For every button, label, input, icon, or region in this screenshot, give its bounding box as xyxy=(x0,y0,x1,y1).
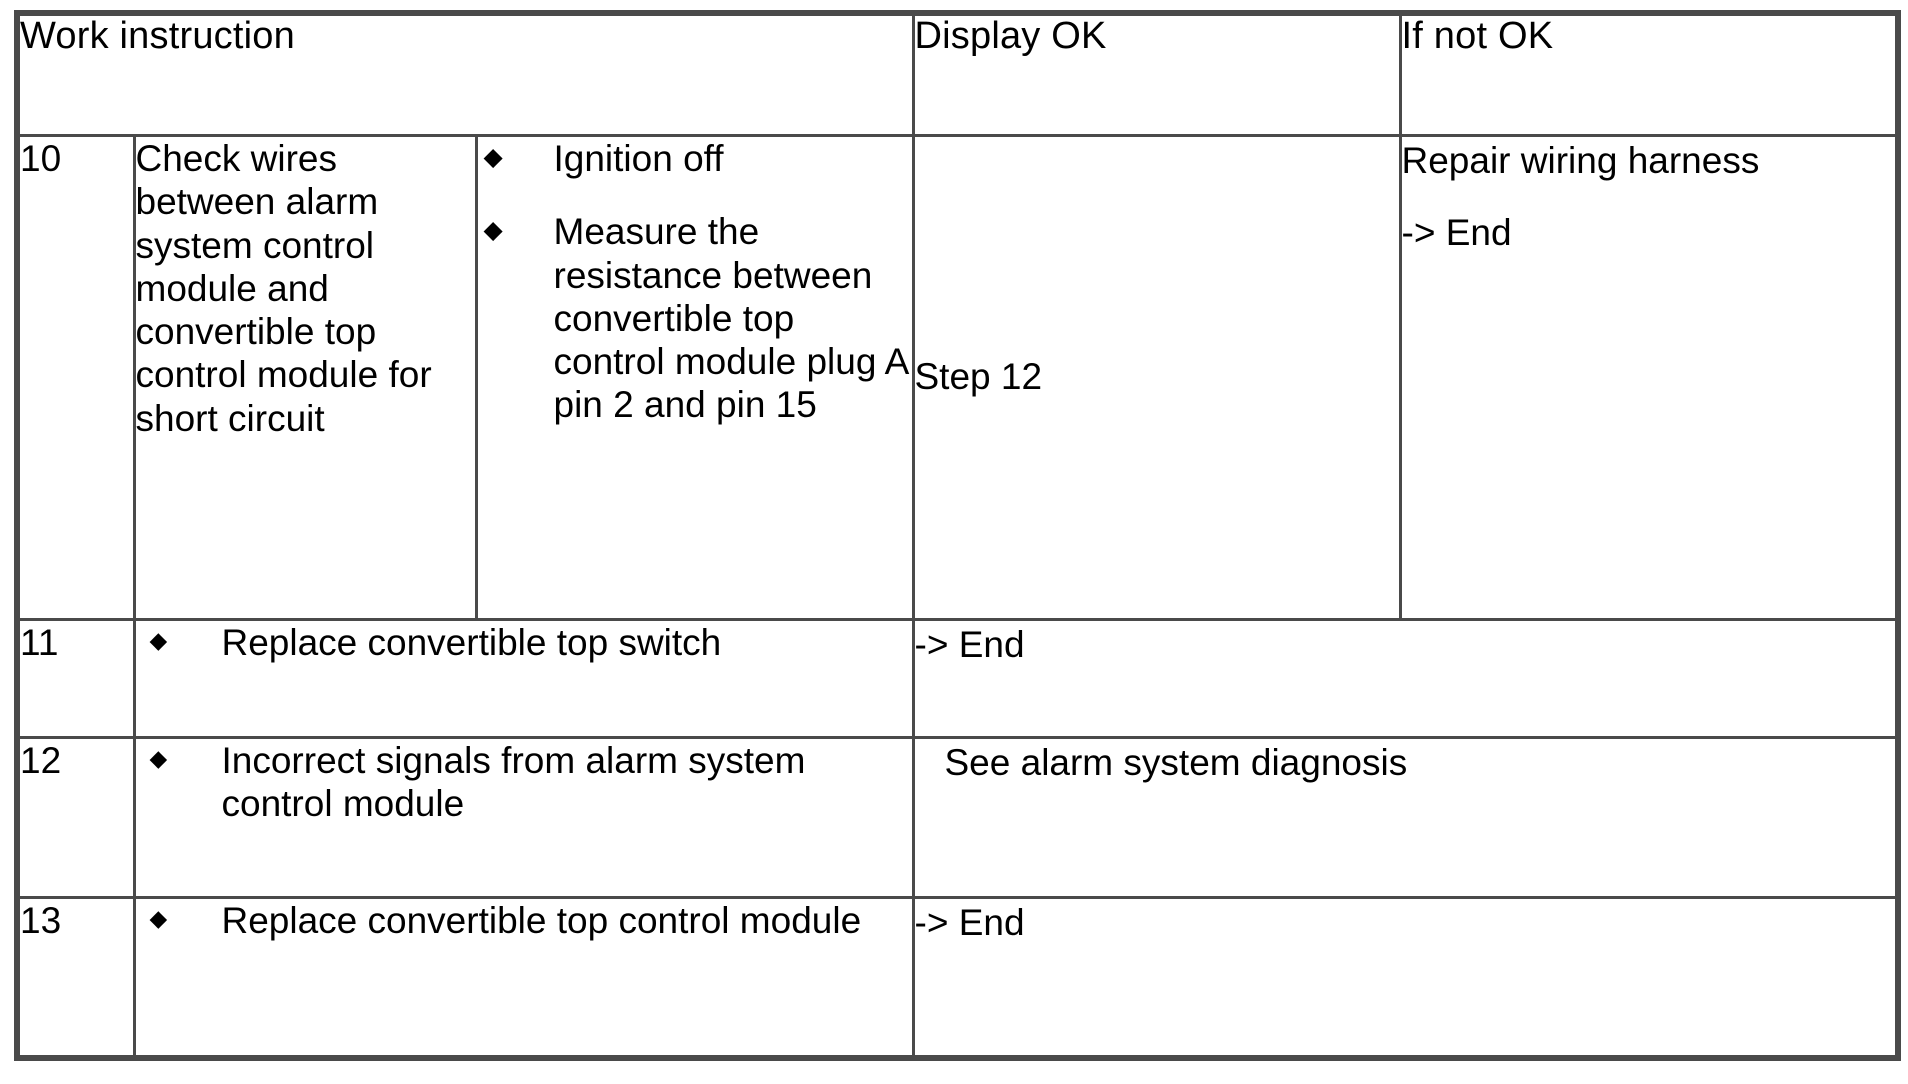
bullet-text: Replace convertible top switch xyxy=(221,622,722,663)
bullet-text: Ignition off xyxy=(553,138,724,179)
diamond-bullet-icon: ◆ xyxy=(149,627,168,653)
diamond-bullet-icon: ◆ xyxy=(483,143,503,171)
step-bullet-list-cell: ◆ Replace convertible top control module xyxy=(132,896,915,1061)
step-bullet-list-cell: ◆ Replace convertible top switch xyxy=(132,618,915,739)
header-display-ok: Display OK xyxy=(911,10,1402,137)
step-number: 12 xyxy=(14,736,136,899)
list-item: ◆ Measure the resistance between convert… xyxy=(478,210,912,426)
list-item: ◆ Replace convertible top control module xyxy=(136,899,912,942)
diamond-bullet-icon: ◆ xyxy=(149,745,168,771)
bullet-list: ◆ Ignition off ◆ Measure the resistance … xyxy=(478,137,912,427)
list-item: ◆ Incorrect signals from alarm system co… xyxy=(136,739,912,826)
table-header-row: Work instruction Display OK If not OK xyxy=(14,10,1901,137)
table-row: 12 ◆ Incorrect signals from alarm system… xyxy=(14,736,1901,899)
diamond-bullet-icon: ◆ xyxy=(483,216,503,245)
list-item: ◆ Ignition off xyxy=(478,137,912,180)
bullet-text: Replace convertible top control module xyxy=(221,900,862,941)
result-value: -> End xyxy=(911,618,1901,739)
diamond-bullet-icon: ◆ xyxy=(149,905,168,931)
header-if-not-ok: If not OK xyxy=(1398,10,1901,137)
bullet-text: Incorrect signals from alarm system cont… xyxy=(221,740,806,825)
bullet-list: ◆ Replace convertible top control module xyxy=(136,899,912,942)
if-not-ok-value: Repair wiring harness -> End xyxy=(1398,134,1901,621)
display-ok-value: Step 12 xyxy=(911,134,1402,621)
step-number: 11 xyxy=(14,618,136,739)
header-work-instruction: Work instruction xyxy=(14,10,915,137)
bullet-list: ◆ Replace convertible top switch xyxy=(136,621,912,664)
step-number: 13 xyxy=(14,896,136,1061)
bullet-text: Measure the resistance between convertib… xyxy=(553,211,908,426)
if-not-ok-next: -> End xyxy=(1401,212,1512,254)
work-instruction-table: Work instruction Display OK If not OK 10… xyxy=(14,10,1901,1061)
step-bullet-list-cell: ◆ Incorrect signals from alarm system co… xyxy=(132,736,915,899)
step-instruction-text: Check wires between alarm system control… xyxy=(132,134,478,621)
table-row: 11 ◆ Replace convertible top switch -> E… xyxy=(14,618,1901,739)
result-value: -> End xyxy=(911,896,1901,1061)
table-row: 10 Check wires between alarm system cont… xyxy=(14,134,1901,621)
result-value: See alarm system diagnosis xyxy=(911,736,1901,899)
if-not-ok-action: Repair wiring harness xyxy=(1401,140,1760,181)
step-bullet-list-cell: ◆ Ignition off ◆ Measure the resistance … xyxy=(474,134,915,621)
bullet-list: ◆ Incorrect signals from alarm system co… xyxy=(136,739,912,826)
table-row: 13 ◆ Replace convertible top control mod… xyxy=(14,896,1901,1061)
list-item: ◆ Replace convertible top switch xyxy=(136,621,912,664)
step-number: 10 xyxy=(14,134,136,621)
